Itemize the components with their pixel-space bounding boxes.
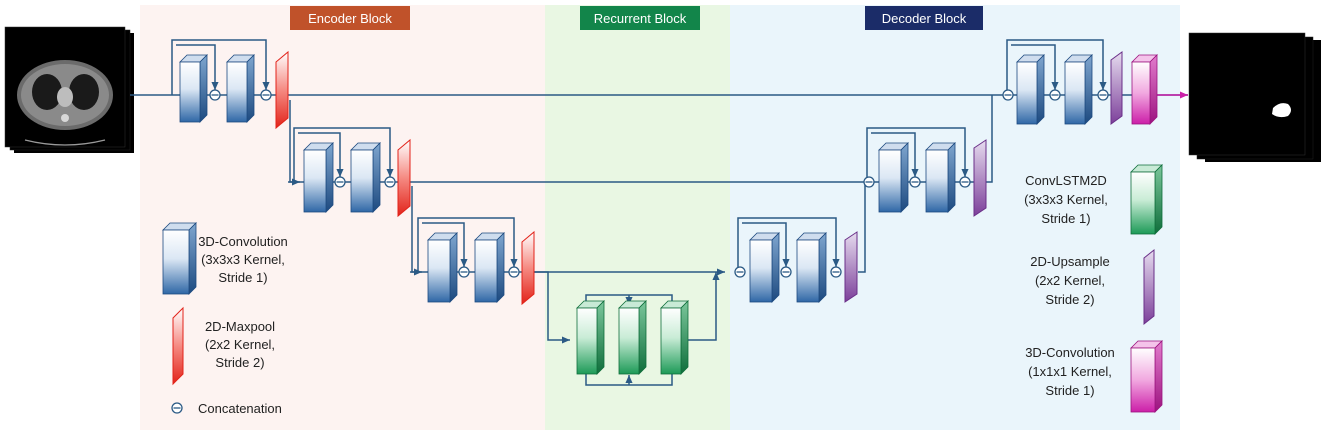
conv3d-enc2-b (350, 142, 381, 213)
concat-enc3-a (458, 266, 470, 278)
legend-conv1x1-title: 3D-Convolution (1025, 345, 1115, 360)
conv3d-enc3-a (427, 232, 458, 303)
concat-dec1-a (1002, 89, 1014, 101)
residual-loop-dec1-inner (1011, 44, 1059, 90)
input-ct-image (4, 26, 134, 153)
legend-conv1x1-icon (1130, 340, 1163, 413)
decoder-title: Decoder Block (882, 11, 967, 26)
legend-concat-label: Concatenation (198, 401, 282, 416)
encoder-title: Encoder Block (308, 11, 392, 26)
recurrent-title-badge (580, 6, 700, 30)
from-recurrent-link (688, 272, 720, 341)
maxpool-enc3 (521, 230, 535, 306)
residual-loop-enc2-outer (293, 127, 394, 182)
legend-upsample-stride: Stride 2) (1045, 292, 1094, 307)
legend-upsample-title: 2D-Upsample (1030, 254, 1109, 269)
maxpool-enc2 (397, 138, 411, 218)
concat-dec2-c (959, 176, 971, 188)
to-recurrent-link (533, 271, 570, 344)
concat-dec3-c (830, 266, 842, 278)
upsample-dec2 (973, 139, 987, 217)
residual-loop-dec2-inner (871, 132, 919, 177)
residual-loop-dec2-outer (866, 127, 969, 182)
conv3d-enc1-b (226, 54, 255, 123)
conv1x1-output-block (1131, 54, 1158, 125)
concat-enc3-b (508, 266, 520, 278)
concat-enc2-a (334, 176, 346, 188)
legend-convlstm-icon (1130, 164, 1163, 235)
concat-dec1-c (1097, 89, 1109, 101)
output-mask-image (1188, 32, 1321, 162)
residual-loop-enc3-outer (417, 217, 518, 272)
residual-loop-enc3-inner (422, 222, 468, 267)
legend-convlstm-stride: Stride 1) (1041, 211, 1090, 226)
legend-conv3d-kernel: (3x3x3 Kernel, (201, 252, 285, 267)
concat-dec3-b (780, 266, 792, 278)
concat-dec1-b (1049, 89, 1061, 101)
upsample-dec1 (1110, 51, 1123, 125)
conv3d-enc2-a (303, 142, 334, 213)
legend-conv1x1-kernel: (1x1x1 Kernel, (1028, 364, 1112, 379)
downsample-link-1 (289, 100, 300, 186)
blocks (162, 50, 1163, 414)
concat-enc1-b (260, 89, 272, 101)
conv3d-dec3-b (796, 232, 827, 303)
maxpool-enc1 (275, 50, 289, 130)
concat-dec3-a (734, 266, 746, 278)
legend-maxpool-icon (172, 306, 184, 386)
legend-conv3d-icon (162, 222, 197, 295)
legend-upsample-icon (1143, 248, 1155, 326)
conv3d-enc1-a (179, 54, 208, 123)
residual-loop-enc1-outer (171, 39, 270, 95)
upsample-link-1 (858, 182, 866, 273)
conv3d-dec2-b (925, 142, 956, 213)
legend-maxpool-kernel: (2x2 Kernel, (205, 337, 275, 352)
conv3d-dec3-a (749, 232, 780, 303)
legend-concat-icon (171, 402, 183, 414)
residual-loop-enc1-inner (176, 44, 219, 90)
decoder-title-badge (865, 6, 983, 30)
conv3d-dec1-a (1016, 54, 1045, 125)
convlstm-block-3 (660, 300, 689, 375)
residual-loop-dec1-outer (1006, 39, 1107, 95)
upsample-dec3 (844, 231, 858, 303)
encoder-title-badge (290, 6, 410, 30)
residual-loop-dec3-inner (742, 222, 790, 267)
recurrent-title: Recurrent Block (594, 11, 687, 26)
concat-dec2-b (909, 176, 921, 188)
residual-loop-enc2-inner (298, 132, 344, 177)
concat-enc2-b (384, 176, 396, 188)
conv3d-dec1-b (1064, 54, 1093, 125)
legend-maxpool-stride: Stride 2) (215, 355, 264, 370)
conv3d-dec2-a (878, 142, 909, 213)
concat-enc1-a (209, 89, 221, 101)
legend-convlstm-title: ConvLSTM2D (1025, 173, 1107, 188)
legend-convlstm-kernel: (3x3x3 Kernel, (1024, 192, 1108, 207)
legend-conv3d-title: 3D-Convolution (198, 234, 288, 249)
legend-conv1x1-stride: Stride 1) (1045, 383, 1094, 398)
upsample-link-2 (985, 95, 993, 183)
convlstm-block-2 (618, 300, 647, 375)
residual-loop-dec3-outer (737, 217, 840, 272)
legend-maxpool-title: 2D-Maxpool (205, 319, 275, 334)
convlstm-block-1 (576, 300, 605, 375)
legend-conv3d-stride: Stride 1) (218, 270, 267, 285)
legend-upsample-kernel: (2x2 Kernel, (1035, 273, 1105, 288)
conv3d-enc3-b (474, 232, 505, 303)
concat-dec2-a (863, 176, 875, 188)
